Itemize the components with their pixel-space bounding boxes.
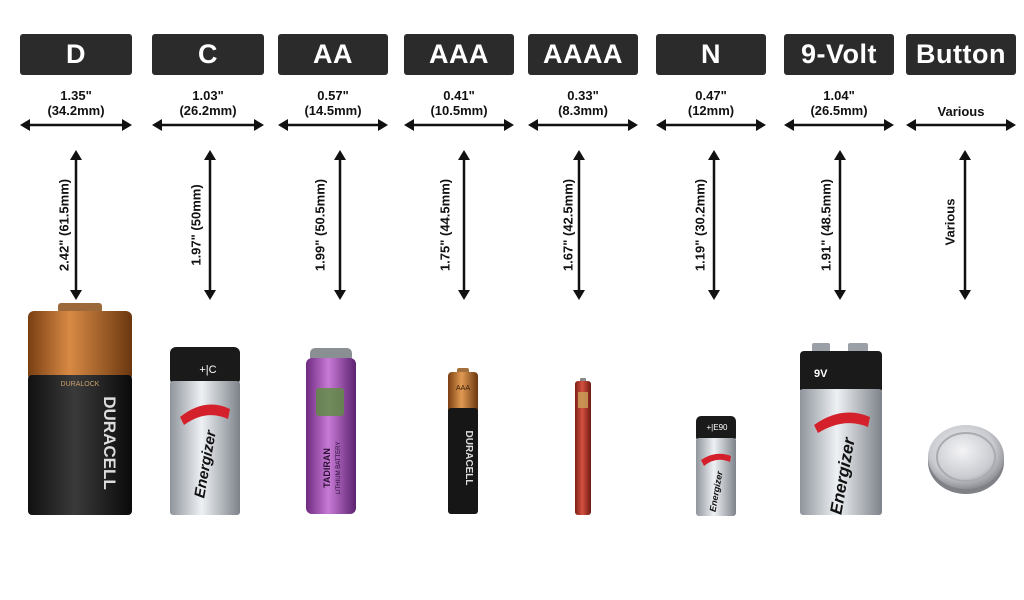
size-label-aaa: AAA <box>404 34 514 75</box>
svg-text:TADIRAN: TADIRAN <box>322 448 332 488</box>
height-arrow-c <box>204 150 216 300</box>
height-text-aaa: 1.75" (44.5mm) <box>437 178 453 272</box>
battery-n: +|E90 Energizer <box>696 416 736 516</box>
battery-aa: TADIRAN LITHIUM BATTERY <box>306 348 356 514</box>
height-arrow-aaaa <box>573 150 585 300</box>
diameter-text-aa: 0.57"(14.5mm) <box>304 88 362 118</box>
diameter-text-9-volt: 1.04"(26.5mm) <box>810 88 868 118</box>
svg-text:AAA: AAA <box>456 385 470 392</box>
column-aa: AA 0.57"(14.5mm) 1.99" (50.5mm) TADIRAN … <box>278 0 388 600</box>
size-label-button: Button <box>906 34 1016 75</box>
diameter-arrow-aaaa <box>528 119 638 131</box>
height-text-aa: 1.99" (50.5mm) <box>312 178 328 272</box>
battery-aaa: AAA DURACELL <box>448 368 478 514</box>
svg-text:DURACELL: DURACELL <box>463 431 474 486</box>
battery-c: +|C Energizer <box>170 347 240 515</box>
svg-text:9V: 9V <box>814 368 828 380</box>
height-arrow-n <box>708 150 720 300</box>
size-label-9-volt: 9-Volt <box>784 34 894 75</box>
height-text-aaaa: 1.67" (42.5mm) <box>560 178 576 272</box>
height-arrow-button <box>959 150 971 300</box>
diameter-arrow-c <box>152 119 264 131</box>
column-9-volt: 9-Volt 1.04"(26.5mm) 1.91" (48.5mm) 9V E… <box>784 0 894 600</box>
column-button: Button Various Various <box>906 0 1016 600</box>
diameter-arrow-n <box>656 119 766 131</box>
height-text-d: 2.42" (61.5mm) <box>56 178 72 272</box>
diameter-text-aaa: 0.41"(10.5mm) <box>430 88 488 118</box>
diameter-arrow-aaa <box>404 119 514 131</box>
size-label-n: N <box>656 34 766 75</box>
size-label-c: C <box>152 34 264 75</box>
svg-text:DURACELL: DURACELL <box>100 396 119 490</box>
diameter-text-c: 1.03"(26.2mm) <box>179 88 237 118</box>
battery-d: DURALOCK DURACELL <box>28 303 132 515</box>
height-text-n: 1.19" (30.2mm) <box>692 178 708 272</box>
diameter-arrow-d <box>20 119 132 131</box>
size-label-aa: AA <box>278 34 388 75</box>
battery-9-volt: 9V Energizer <box>800 343 882 515</box>
diameter-text-aaaa: 0.33"(8.3mm) <box>558 88 608 118</box>
diameter-arrow-aa <box>278 119 388 131</box>
height-text-9-volt: 1.91" (48.5mm) <box>818 178 834 272</box>
diameter-text-button: Various <box>937 104 985 119</box>
column-aaaa: AAAA 0.33"(8.3mm) 1.67" (42.5mm) <box>528 0 638 600</box>
height-arrow-aaa <box>458 150 470 300</box>
height-text-c: 1.97" (50mm) <box>188 184 204 266</box>
diameter-arrow-button <box>906 119 1016 131</box>
diameter-text-n: 0.47"(12mm) <box>687 88 735 118</box>
svg-text:LITHIUM BATTERY: LITHIUM BATTERY <box>336 442 342 495</box>
column-d: D 1.35"(34.2mm) 2.42" (61.5mm) DURALOCK … <box>20 0 132 600</box>
height-text-button: Various <box>942 198 958 246</box>
size-label-aaaa: AAAA <box>528 34 638 75</box>
height-arrow-9-volt <box>834 150 846 300</box>
battery-button <box>928 425 1004 494</box>
diameter-arrow-9-volt <box>784 119 894 131</box>
svg-text:DURALOCK: DURALOCK <box>61 381 100 388</box>
size-label-d: D <box>20 34 132 75</box>
height-arrow-d <box>70 150 82 300</box>
svg-text:+|C: +|C <box>199 364 216 376</box>
column-c: C 1.03"(26.2mm) 1.97" (50mm) +|C Energiz… <box>152 0 264 600</box>
column-aaa: AAA 0.41"(10.5mm) 1.75" (44.5mm) AAA DUR… <box>404 0 514 600</box>
column-n: N 0.47"(12mm) 1.19" (30.2mm) +|E90 Energ… <box>656 0 766 600</box>
height-arrow-aa <box>334 150 346 300</box>
svg-text:+|E90: +|E90 <box>707 423 729 432</box>
diameter-text-d: 1.35"(34.2mm) <box>47 88 105 118</box>
battery-aaaa <box>575 378 591 515</box>
